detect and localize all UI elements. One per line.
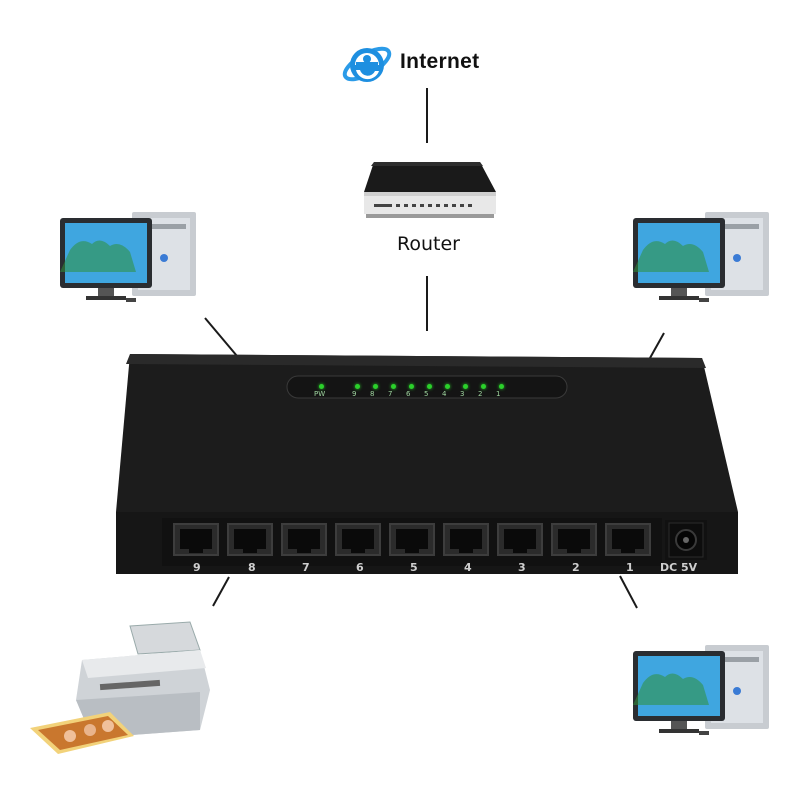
port-label-1: 1 — [626, 561, 634, 574]
ethernet-port-socket — [180, 529, 212, 549]
port-led — [499, 384, 504, 389]
led-label-5: 5 — [424, 390, 429, 398]
internet-label: Internet — [400, 50, 480, 73]
port-led — [445, 384, 450, 389]
ethernet-port-latch — [351, 547, 365, 553]
ethernet-port — [605, 523, 651, 556]
port-led — [427, 384, 432, 389]
link-bottom-right-pc — [619, 575, 638, 609]
port-led — [391, 384, 396, 389]
desktop-computer-icon — [633, 645, 769, 735]
port-led — [355, 384, 360, 389]
desktop-computer-icon — [60, 212, 196, 302]
port-label-9: 9 — [193, 561, 201, 574]
router-label: Router — [397, 233, 460, 255]
link-printer — [212, 576, 230, 607]
power-jack-icon — [668, 522, 704, 558]
power-led — [319, 384, 324, 389]
led-label-7: 7 — [388, 390, 393, 398]
ethernet-port-socket — [504, 529, 536, 549]
port-label-8: 8 — [248, 561, 256, 574]
ethernet-port — [227, 523, 273, 556]
ethernet-port — [389, 523, 435, 556]
port-label-4: 4 — [464, 561, 472, 574]
ethernet-port-socket — [288, 529, 320, 549]
port-label-3: 3 — [518, 561, 526, 574]
desktop-computer-icon — [633, 212, 769, 302]
internet-router-link — [426, 88, 428, 143]
ethernet-port-latch — [621, 547, 635, 553]
ethernet-port-latch — [405, 547, 419, 553]
led-label-8: 8 — [370, 390, 375, 398]
ethernet-port-socket — [342, 529, 374, 549]
ethernet-port-latch — [567, 547, 581, 553]
ethernet-port — [551, 523, 597, 556]
printer-icon — [30, 621, 210, 754]
ethernet-port-socket — [450, 529, 482, 549]
led-label-4: 4 — [442, 390, 447, 398]
link-top-right-pc — [649, 332, 665, 359]
ethernet-port-latch — [513, 547, 527, 553]
ethernet-port — [173, 523, 219, 556]
ethernet-port — [497, 523, 543, 556]
port-label-5: 5 — [410, 561, 418, 574]
ethernet-port-socket — [396, 529, 428, 549]
link-top-left-pc — [204, 317, 238, 357]
port-label-2: 2 — [572, 561, 580, 574]
ethernet-port — [335, 523, 381, 556]
ethernet-port-latch — [189, 547, 203, 553]
led-label-6: 6 — [406, 390, 411, 398]
ethernet-port — [443, 523, 489, 556]
led-label-3: 3 — [460, 390, 465, 398]
ethernet-port-socket — [234, 529, 266, 549]
internet-explorer-icon — [342, 46, 392, 82]
port-led — [373, 384, 378, 389]
led-label-1: 1 — [496, 390, 501, 398]
ethernet-port-socket — [612, 529, 644, 549]
ethernet-port-latch — [243, 547, 257, 553]
router-switch-link — [426, 276, 428, 331]
router-icon — [364, 162, 496, 218]
led-label-9: 9 — [352, 390, 357, 398]
port-label-7: 7 — [302, 561, 310, 574]
ethernet-port-latch — [297, 547, 311, 553]
power-jack-label: DC 5V — [660, 561, 698, 574]
port-label-6: 6 — [356, 561, 364, 574]
led-label-2: 2 — [478, 390, 483, 398]
port-led — [481, 384, 486, 389]
ethernet-port-socket — [558, 529, 590, 549]
ethernet-port — [281, 523, 327, 556]
power-led-label: PW — [314, 390, 326, 398]
port-led — [409, 384, 414, 389]
ethernet-port-latch — [459, 547, 473, 553]
port-led — [463, 384, 468, 389]
